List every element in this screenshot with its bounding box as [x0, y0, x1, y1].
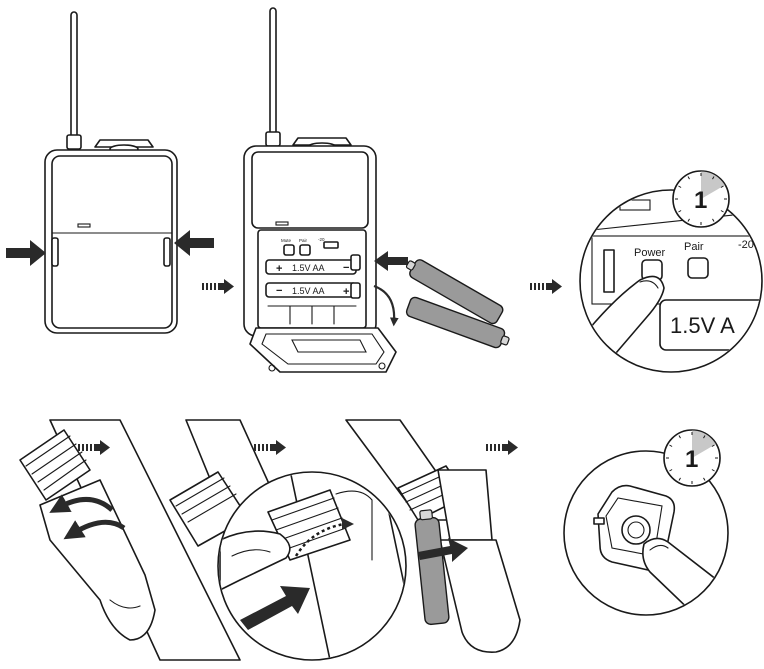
step-arrow: [254, 440, 286, 455]
battery-label-top: 1.5V AA: [292, 263, 325, 273]
clock-tick: [711, 469, 715, 472]
battery-zoom-label: 1.5V A: [670, 313, 735, 338]
step-arrow: [530, 279, 562, 294]
press-right-arrow: [174, 230, 214, 256]
clock-tick: [711, 444, 715, 447]
small-mute-label: Mute: [281, 238, 292, 243]
insert-arrow: [374, 251, 408, 271]
step-arrow: [202, 279, 234, 294]
latch-zoom: [217, 471, 407, 661]
minus-sign-top: −: [343, 262, 349, 274]
clock-tick: [678, 185, 682, 188]
clock-tick: [678, 435, 681, 439]
mic-power-zoom: [563, 450, 729, 616]
press-left-arrow: [6, 240, 46, 266]
step-arrow: [78, 440, 110, 455]
mic-unscrew: [19, 419, 241, 661]
aa-batteries: [405, 259, 510, 349]
clock-tick: [712, 176, 715, 180]
clock-ticks: [675, 173, 727, 225]
minus-sign-bottom: −: [276, 285, 282, 297]
battery-label-bottom: 1.5V AA: [292, 286, 325, 296]
rotate-arrows: [49, 494, 126, 540]
plus-sign-top: +: [276, 263, 282, 275]
timer-clock-bottom: 1: [663, 429, 721, 487]
transmitter-open: Mute Pair -20 1.5V AA 1.5V AA + − − +: [243, 7, 397, 373]
clock-tick: [678, 477, 681, 481]
pair-button-label: Pair: [684, 241, 704, 253]
clock-tick: [687, 176, 690, 180]
level-label: -20: [738, 239, 754, 251]
clock-ticks: [666, 432, 718, 484]
clock-tick: [703, 477, 706, 481]
step-arrow: [486, 440, 518, 455]
small-level-label: -20: [318, 237, 325, 242]
mic-battery-insert: [345, 419, 521, 653]
clock-tick: [720, 185, 724, 188]
timer-clock-top: 1: [672, 170, 730, 228]
transmitter-closed: [44, 11, 178, 334]
clock-tick: [703, 435, 706, 439]
power-zoom: Power Pair -20 1.5V A: [579, 189, 763, 373]
small-pair-label: Pair: [299, 238, 308, 243]
clock-tick: [712, 218, 715, 222]
clock-tick: [720, 210, 724, 213]
clock-value-bottom: 1: [685, 446, 698, 473]
rotate-arrow: [373, 284, 399, 327]
clock-tick: [678, 210, 682, 213]
plus-sign-bottom: +: [343, 286, 349, 298]
clock-value-top: 1: [694, 187, 707, 214]
clock-tick: [687, 218, 690, 222]
insert-right-arrow: [418, 538, 468, 562]
clock-tick: [669, 444, 673, 447]
clock-tick: [669, 469, 673, 472]
power-button-label: Power: [634, 247, 666, 259]
